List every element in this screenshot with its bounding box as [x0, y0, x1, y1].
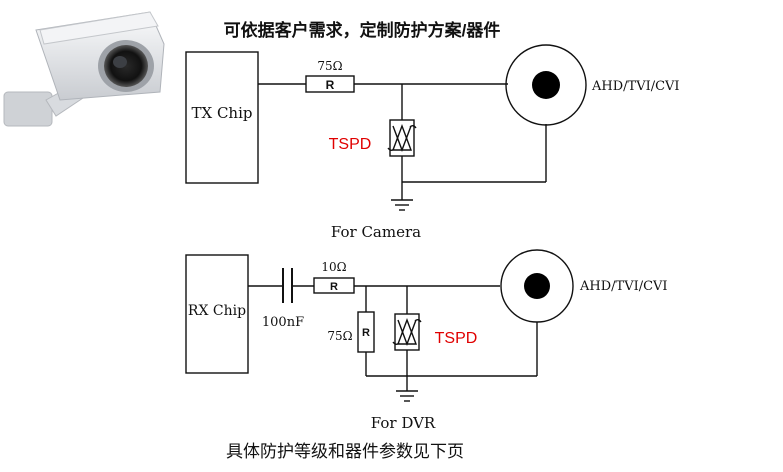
dvr-caption: For DVR	[371, 414, 436, 432]
dvr-circuit	[185, 249, 574, 391]
rx-chip-label: RX Chip	[188, 303, 246, 319]
tx-chip-box	[185, 51, 259, 184]
connector-label: AHD/TVI/CVI	[579, 279, 668, 294]
tx-chip-label: TX Chip	[192, 104, 253, 122]
ground-symbol-icon	[391, 199, 413, 211]
shunt-resistor-value-label: 75Ω	[327, 329, 352, 343]
bnc-connector-outer	[505, 44, 587, 126]
shunt-resistor-letter: R	[362, 327, 370, 339]
camera-caption: For Camera	[331, 223, 421, 241]
camera-circuit	[185, 44, 587, 200]
tspd-symbol-icon	[387, 124, 417, 152]
rx-chip-box	[185, 254, 249, 374]
series-resistor-value-label: 10Ω	[321, 260, 346, 274]
ground-symbol-icon	[396, 390, 418, 402]
bnc-connector-outer	[500, 249, 574, 323]
tspd-symbol-icon	[392, 318, 422, 346]
bnc-connector-pin	[532, 71, 560, 99]
bnc-connector-pin	[524, 273, 550, 299]
series-resistor-letter: R	[330, 281, 338, 293]
connector-label: AHD/TVI/CVI	[591, 79, 680, 94]
resistor-value-label: 75Ω	[317, 59, 342, 73]
resistor-letter: R	[326, 78, 335, 92]
capacitor-value-label: 100nF	[262, 315, 304, 330]
security-camera-icon	[3, 11, 165, 127]
tspd-label: TSPD	[435, 330, 478, 347]
footer-note: 具体防护等级和器件参数见下页	[226, 442, 464, 461]
header-title: 可依据客户需求，定制防护方案/器件	[224, 20, 501, 40]
tspd-label: TSPD	[329, 136, 372, 153]
